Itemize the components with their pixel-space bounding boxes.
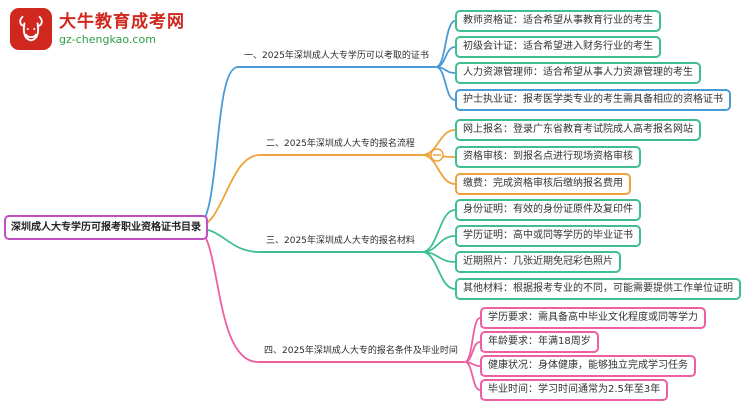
leaf-topic[interactable]: 学历要求：需具备高中毕业文化程度或同等学力 [480,307,706,329]
leaf-topic[interactable]: 年龄要求：年满18周岁 [480,331,599,353]
leaf-topic[interactable]: 初级会计证：适合希望进入财务行业的考生 [455,36,661,58]
branch-1-leaf-links [435,20,456,101]
site-name: 大牛教育成考网 [59,11,185,32]
site-logo[interactable]: 大牛教育成考网 gz-chengkao.com [10,8,185,50]
root-topic[interactable]: 深圳成人大专学历可报考职业资格证书目录 [4,215,208,240]
leaf-topic[interactable]: 缴费：完成资格审核后缴纳报名费用 [455,173,631,195]
site-url: gz-chengkao.com [59,33,156,47]
branch-topic-3[interactable]: 三、2025年深圳成人大专的报名材料 [260,231,421,253]
branch-topic-1[interactable]: 一、2025年深圳成人大专学历可以考取的证书 [238,46,435,68]
leaf-topic[interactable]: 身份证明：有效的身份证原件及复印件 [455,199,641,221]
branch-3-leaf-links [421,209,456,290]
collapse-toggle[interactable] [430,148,444,162]
leaf-topic[interactable]: 人力资源管理师：适合希望从事人力资源管理的考生 [455,62,701,84]
branch-topic-4[interactable]: 四、2025年深圳成人大专的报名条件及毕业时间 [258,341,464,363]
bull-icon [10,8,52,50]
leaf-topic[interactable]: 教师资格证：适合希望从事教育行业的考生 [455,10,661,32]
leaf-topic[interactable]: 资格审核：到报名点进行现场资格审核 [455,146,641,168]
leaf-topic[interactable]: 其他材料：根据报考专业的不同，可能需要提供工作单位证明 [455,278,741,300]
leaf-topic[interactable]: 网上报名：登录广东省教育考试院成人高考报名网站 [455,119,701,141]
leaf-topic[interactable]: 近期照片：几张近期免冠彩色照片 [455,251,621,273]
branch-4-leaf-links [464,317,481,391]
leaf-topic[interactable]: 毕业时间：学习时间通常为2.5年至3年 [480,379,669,401]
branch-topic-2[interactable]: 二、2025年深圳成人大专的报名流程 [260,134,421,156]
leaf-topic[interactable]: 护士执业证：报考医学类专业的考生需具备相应的资格证书 [455,89,731,111]
logo-text: 大牛教育成考网 gz-chengkao.com [59,12,185,46]
leaf-topic[interactable]: 健康状况：身体健康，能够独立完成学习任务 [480,355,696,377]
leaf-topic[interactable]: 学历证明：高中或同等学历的毕业证书 [455,225,641,247]
